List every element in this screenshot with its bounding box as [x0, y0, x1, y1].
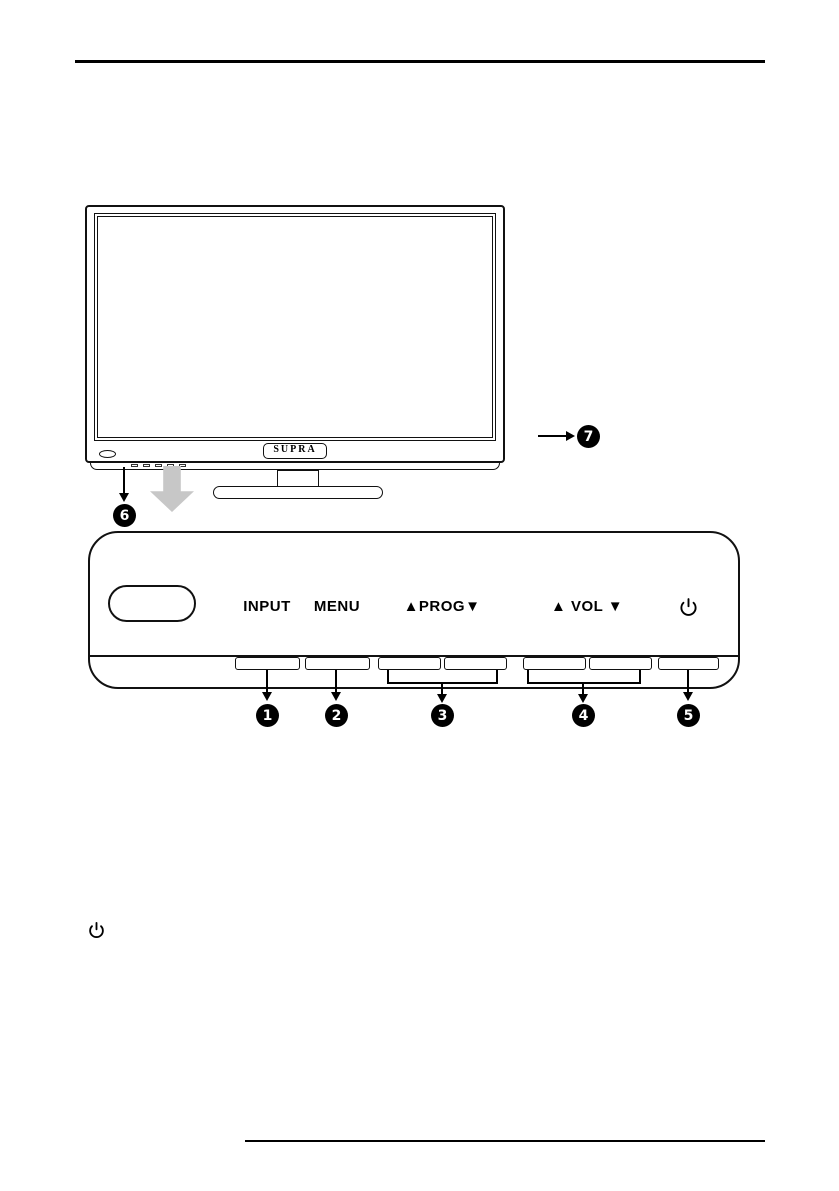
callout-6-badge: 6: [113, 504, 136, 527]
callout-3-arrow-line: [441, 684, 443, 694]
callout-7-badge: 7: [577, 425, 600, 448]
callout-4-bracket-left: [527, 670, 529, 684]
tv-stand-base: [213, 486, 383, 499]
power-icon: [88, 921, 108, 941]
callout-5-badge: 5: [677, 704, 700, 727]
power-button: [658, 657, 719, 670]
input-button-label: INPUT: [243, 598, 291, 615]
tv-screen-inner-line: [97, 216, 493, 438]
callout-1-arrowhead-icon: [262, 692, 272, 701]
callout-6-arrowhead-icon: [119, 493, 129, 502]
callout-4-arrowhead-icon: [578, 694, 588, 703]
callout-3-arrowhead-icon: [437, 694, 447, 703]
vol-down-button: [523, 657, 586, 670]
callout-1-badge: 1: [256, 704, 279, 727]
callout-4-badge: 4: [572, 704, 595, 727]
underside-button-tick: [179, 464, 186, 467]
input-button: [235, 657, 300, 670]
callout-3-badge: 3: [431, 704, 454, 727]
callout-4-bracket-right: [639, 670, 641, 684]
underside-button-tick: [155, 464, 162, 467]
callout-6-arrow-line: [123, 467, 125, 493]
callout-4-bracket-bottom: [527, 682, 641, 684]
callout-3-bracket-right: [496, 670, 498, 684]
tv-underside-strip: [90, 463, 500, 470]
callout-3-bracket-bottom: [387, 682, 498, 684]
control-panel-illustration: INPUT MENU ▲PROG▼ ▲ VOL ▼: [88, 531, 740, 689]
callout-7-arrowhead-icon: [566, 431, 575, 441]
callout-2-badge: 2: [325, 704, 348, 727]
menu-button-label: MENU: [313, 598, 361, 615]
power-icon: [676, 595, 700, 619]
bottom-rule: [245, 1140, 765, 1142]
panel-rim-line: [90, 655, 738, 657]
callout-2-arrowhead-icon: [331, 692, 341, 701]
tv-front-illustration: SUPRA: [85, 205, 505, 463]
power-led-indicator: [99, 450, 116, 458]
brand-label: SUPRA: [273, 444, 317, 455]
underside-button-tick: [131, 464, 138, 467]
callout-2-arrow-line: [335, 670, 337, 692]
callout-7-arrow-line: [538, 435, 566, 437]
prog-down-button: [444, 657, 507, 670]
vol-up-button: [589, 657, 652, 670]
callout-5-arrow-line: [687, 670, 689, 692]
tv-screen: [94, 213, 496, 441]
menu-button: [305, 657, 370, 670]
callout-4-arrow-line: [582, 684, 584, 694]
top-rule: [75, 60, 765, 63]
tv-stand-neck: [277, 470, 319, 487]
callout-3-bracket-left: [387, 670, 389, 684]
prog-buttons-label: ▲PROG▼: [403, 598, 481, 615]
underside-button-tick: [143, 464, 150, 467]
ir-sensor-window: [108, 585, 196, 622]
callout-5-arrowhead-icon: [683, 692, 693, 701]
callout-1-arrow-line: [266, 670, 268, 692]
prog-up-button: [378, 657, 441, 670]
brand-nameplate: SUPRA: [263, 443, 327, 459]
gray-down-arrow-icon: [150, 466, 194, 512]
vol-buttons-label: ▲ VOL ▼: [550, 598, 624, 615]
